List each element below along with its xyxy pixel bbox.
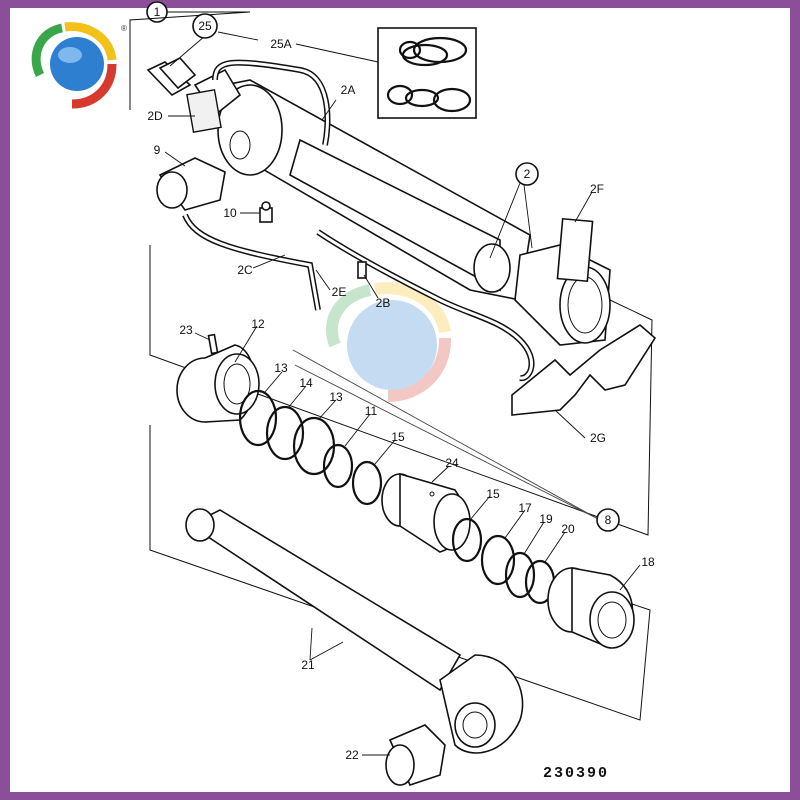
label-13a: 13	[274, 361, 288, 375]
label-13b: 13	[329, 390, 343, 404]
seal-kit-box	[377, 27, 477, 119]
hydraulic-pipes	[182, 59, 535, 381]
label-2A: 2A	[341, 83, 356, 97]
company-logo: ®	[31, 22, 127, 109]
piston-parts-outline	[149, 245, 653, 536]
piston-head	[176, 344, 260, 423]
label-9: 9	[154, 143, 161, 157]
label-2E: 2E	[332, 285, 347, 299]
label-20: 20	[561, 522, 575, 536]
piston-rod	[185, 508, 524, 754]
seal-13a	[238, 389, 278, 447]
view-number-callout: 1	[146, 1, 250, 23]
bush-22	[385, 724, 446, 786]
relief-valve	[146, 57, 197, 96]
seal-17	[480, 534, 516, 586]
label-17: 17	[518, 501, 532, 515]
label-22: 22	[345, 748, 359, 762]
label-18: 18	[641, 555, 655, 569]
label-2D: 2D	[147, 109, 163, 123]
view-number: 1	[154, 5, 161, 19]
label-12: 12	[251, 317, 265, 331]
oring-15b	[451, 517, 483, 563]
label-8: 8	[605, 513, 612, 527]
label-24: 24	[445, 456, 459, 470]
part-labels: 25 25A 2A 2D 9 10 2C 2E 2B 2 2F 2G 23 12…	[147, 19, 655, 762]
callout-2-circle	[515, 162, 539, 186]
spacer-24	[381, 472, 471, 553]
cylinder-barrel	[186, 68, 611, 346]
seal-19	[504, 551, 536, 599]
registered-mark: ®	[121, 24, 127, 33]
label-11: 11	[365, 404, 378, 418]
oring-11	[322, 443, 354, 489]
label-2F: 2F	[590, 182, 604, 196]
label-2: 2	[524, 167, 531, 181]
label-19: 19	[539, 512, 553, 526]
label-25: 25	[198, 19, 212, 33]
label-15a: 15	[391, 430, 405, 444]
seal-14	[265, 405, 305, 461]
label-14: 14	[299, 376, 313, 390]
grease-nipple	[259, 201, 273, 223]
callout-8-circle	[596, 508, 620, 532]
drawing-number: 230390	[543, 765, 609, 782]
callout-25-circle	[192, 13, 218, 39]
bush-9	[156, 157, 226, 211]
label-23: 23	[179, 323, 193, 337]
label-15b: 15	[486, 487, 500, 501]
plate-2G	[511, 324, 657, 416]
rod-parts-outline	[149, 425, 651, 721]
label-2C: 2C	[237, 263, 253, 277]
label-2G: 2G	[590, 431, 606, 445]
pin-23	[207, 333, 219, 355]
label-21: 21	[301, 658, 315, 672]
watermark-logo	[325, 282, 452, 402]
label-25A: 25A	[270, 37, 291, 51]
label-10: 10	[223, 206, 237, 220]
leader-lines	[164, 31, 641, 756]
gland-18	[547, 567, 635, 649]
label-2B: 2B	[376, 296, 391, 310]
oring-15a	[351, 460, 383, 506]
